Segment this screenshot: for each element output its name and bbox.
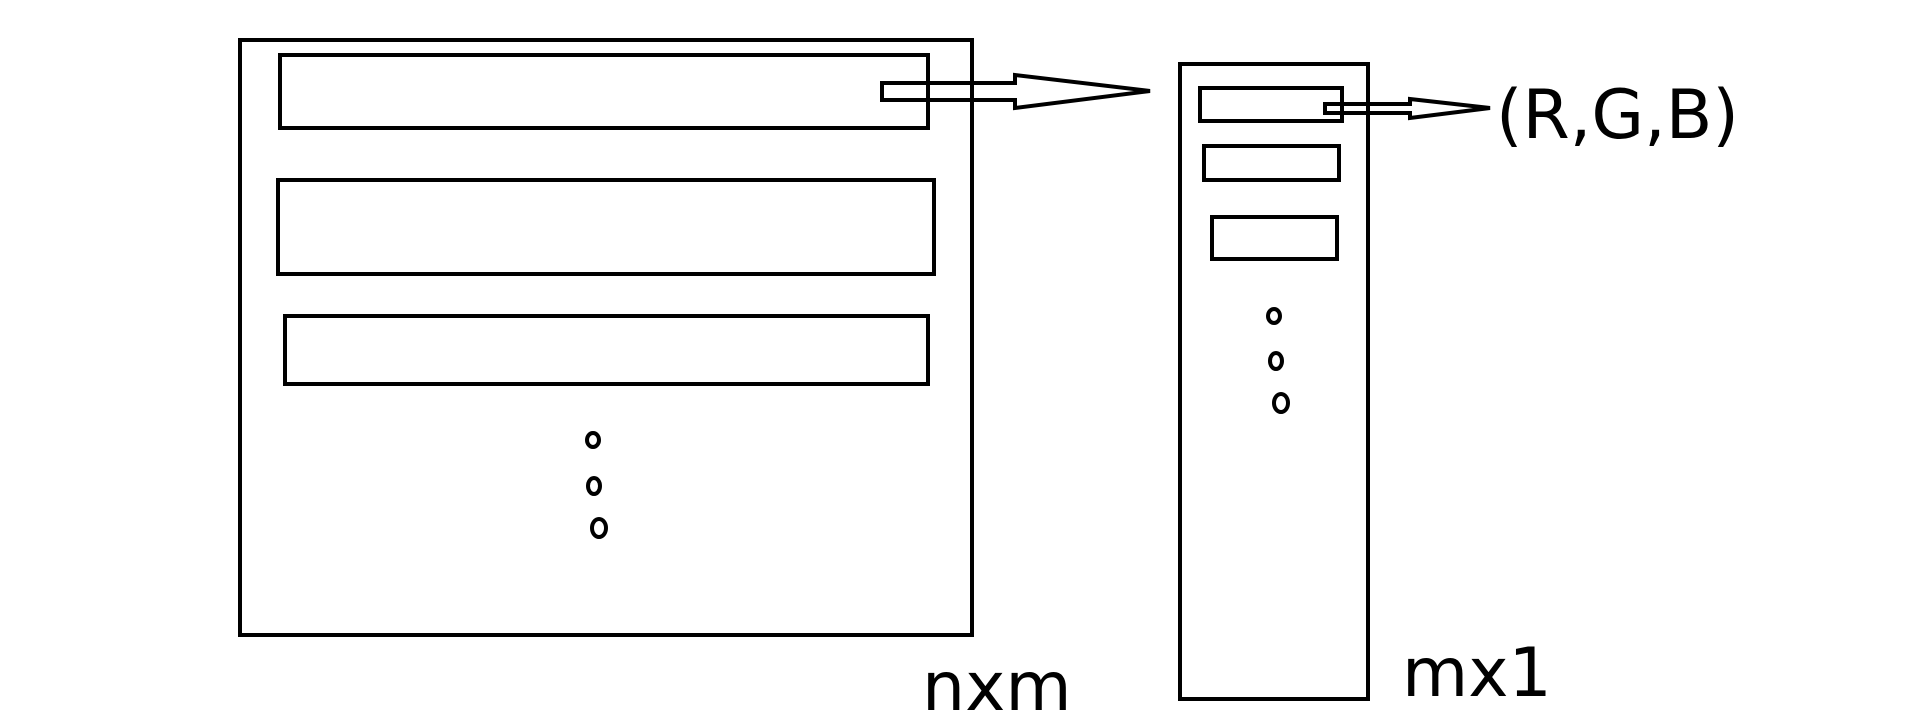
matrix-ellipsis-dot-3: [590, 517, 608, 539]
vector-cell-3: [1210, 215, 1339, 261]
vector-box: [1178, 62, 1370, 701]
pixel-rgb-label: (R,G,B): [1496, 76, 1739, 155]
vector-cell-2: [1202, 144, 1341, 182]
matrix-dimension-label: nxm: [922, 648, 1072, 719]
matrix-row-3: [283, 314, 930, 386]
matrix-ellipsis-dot-1: [585, 431, 601, 449]
matrix-row-2: [276, 178, 936, 276]
vector-cell-1: [1198, 86, 1344, 123]
vector-ellipsis-dot-1: [1266, 307, 1282, 325]
cell-to-rgb-arrow: [1323, 96, 1491, 121]
row-to-vector-arrow: [880, 72, 1151, 111]
vector-dimension-label: mx1: [1402, 634, 1552, 713]
matrix-box: [238, 38, 974, 637]
vector-ellipsis-dot-3: [1272, 392, 1290, 414]
vector-ellipsis-dot-2: [1268, 351, 1284, 371]
matrix-ellipsis-dot-2: [586, 476, 602, 496]
matrix-row-1: [278, 53, 930, 130]
